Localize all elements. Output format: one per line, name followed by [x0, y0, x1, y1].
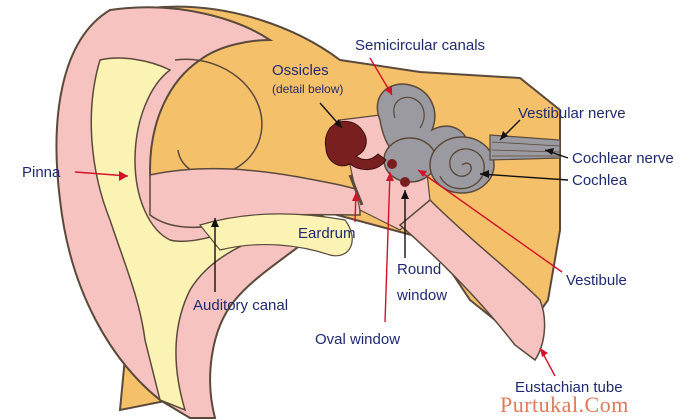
round-window-shape: [400, 177, 410, 187]
round-window-pointer-head: [401, 190, 409, 199]
label-cochlear-nerve: Cochlear nerve: [572, 150, 674, 167]
pinna-cartilage: [90, 57, 257, 412]
ossicles-pointer-head: [334, 119, 342, 128]
label-eustachian-tube: Eustachian tube: [515, 379, 623, 396]
oval-window-pointer-head: [386, 172, 394, 181]
eardrum-pointer-head: [352, 192, 360, 201]
eustachian-tube-shape: [398, 198, 546, 362]
label-eardrum: Eardrum: [298, 225, 356, 242]
cochlea-pointer-head: [480, 170, 489, 178]
label-ossicles-note: (detail below): [272, 82, 344, 96]
label-vestibular-nerve: Vestibular nerve: [518, 105, 626, 122]
cochlea-spiral: [439, 148, 485, 190]
canal-bone-band: [198, 213, 353, 257]
label-auditory-canal: Auditory canal: [193, 297, 289, 314]
nerve-bundle: [489, 134, 561, 161]
pinna-pointer-head: [119, 171, 128, 181]
vestibule-pointer-head: [418, 170, 427, 177]
watermark: Purtukal.Com: [500, 392, 629, 417]
label-round-window-2: window: [397, 287, 448, 304]
vestibular-nerve-pointer-head: [500, 131, 508, 140]
label-ossicles: Ossicles: [272, 62, 329, 79]
ossicles-shape: [324, 121, 387, 170]
semicircular-canals-inner: [393, 96, 425, 129]
oval-window-shape: [387, 159, 397, 169]
label-oval-window: Oval window: [315, 331, 401, 348]
label-semicircular-canals: Semicircular canals: [355, 37, 486, 54]
label-vestibule: Vestibule: [566, 272, 627, 289]
auditory-canal-shape: [149, 167, 361, 229]
eardrum-shape: [348, 174, 364, 206]
cochlear-nerve-pointer-head: [545, 148, 554, 155]
cochlea-pointer: [479, 173, 569, 181]
auditory-canal-pointer-head: [211, 218, 219, 227]
label-pinna: Pinna: [22, 164, 61, 181]
oval-window-pointer: [384, 171, 391, 323]
vestibule-pointer: [417, 169, 563, 273]
label-cochlea: Cochlea: [572, 172, 628, 189]
eustachian-tube-pointer-head: [540, 348, 548, 357]
semicircular-pointer-head: [385, 86, 392, 95]
label-round-window: Round: [397, 261, 442, 278]
